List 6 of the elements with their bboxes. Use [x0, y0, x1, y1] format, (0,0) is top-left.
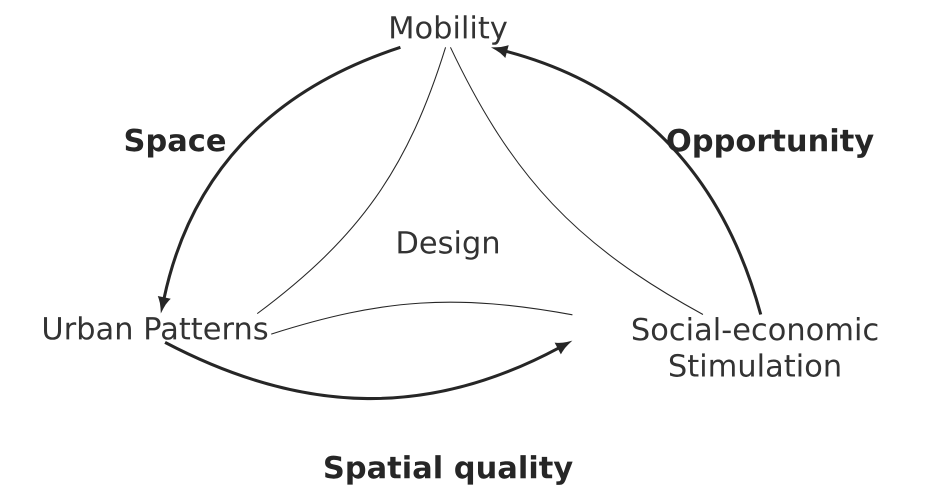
node-label: Social-economic Stimulation — [632, 317, 878, 377]
node-label: Urban Patterns — [44, 316, 268, 340]
node-label: Design — [398, 230, 498, 260]
connector-line — [271, 302, 572, 335]
node-label: Mobility — [391, 15, 507, 45]
edge-label: Spatial quality — [325, 455, 573, 485]
